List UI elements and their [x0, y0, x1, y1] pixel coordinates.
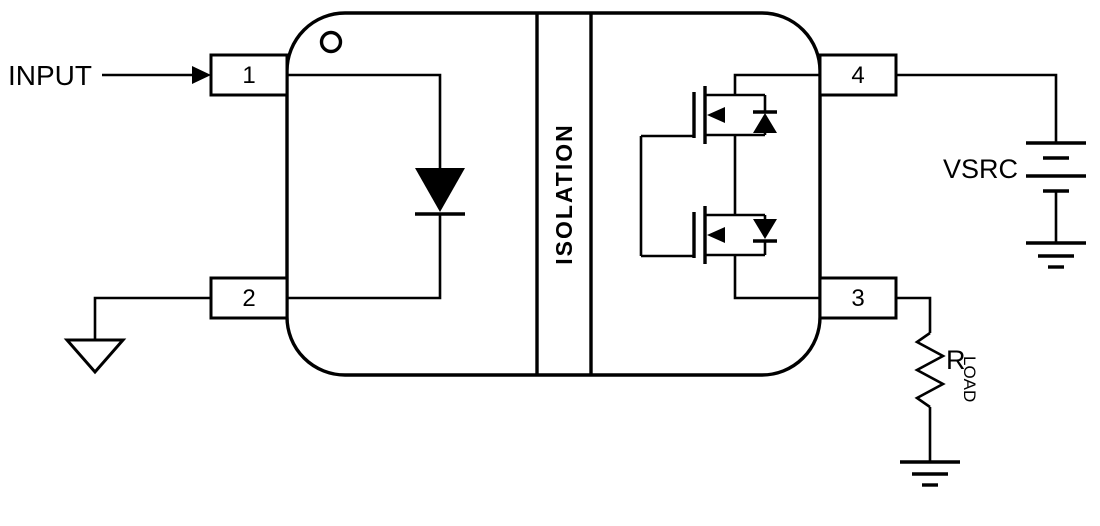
led-cathode-wire — [287, 214, 442, 300]
pin1-number: 1 — [242, 62, 255, 89]
output-mosfet-pair — [639, 73, 820, 300]
led-anode-wire — [287, 73, 442, 168]
mosfet-bottom — [692, 206, 820, 300]
mosfet-bottom-arrow-icon — [707, 227, 725, 243]
pin1-box — [209, 53, 289, 97]
vsrc-label: VSRC — [943, 154, 1018, 184]
input-ground-wire — [93, 296, 211, 340]
pin1-indicator-dot — [319, 30, 343, 54]
vsrc-ground-icon — [1026, 241, 1086, 269]
pin4-number: 4 — [851, 62, 864, 89]
package-body — [285, 11, 822, 377]
input-ground — [63, 296, 211, 375]
resistor-zigzag — [914, 331, 946, 409]
vsrc-wire-top — [896, 73, 1058, 143]
isolation-label: ISOLATION — [551, 123, 577, 265]
isolation-barrier: ISOLATION — [535, 13, 593, 375]
rload-label-base: R — [946, 345, 966, 375]
mosfet-top — [692, 73, 820, 144]
mosfet-top-drain-wire — [733, 73, 820, 95]
diode-triangle-icon — [415, 168, 465, 212]
triangle-ground-icon — [63, 338, 127, 375]
rload-wire-top — [896, 296, 932, 333]
mosfet-top-arrow-icon — [707, 107, 725, 123]
rload-label-subscript: LOAD — [960, 356, 979, 402]
rload-section: R LOAD — [896, 296, 979, 487]
mosfet-bottom-drain-wire — [733, 255, 820, 300]
input-label: INPUT — [8, 60, 92, 91]
mosfet-top-bodydiode-icon — [753, 113, 777, 133]
vsrc-section: VSRC — [896, 73, 1086, 269]
gate-drive-bracket — [639, 134, 694, 258]
input-led — [287, 73, 465, 300]
input-section: INPUT — [8, 60, 211, 91]
input-arrow-icon — [192, 66, 211, 84]
pin2-number: 2 — [242, 285, 255, 312]
pin-boxes: 1 2 4 3 — [209, 53, 898, 320]
mosfet-bottom-bodydiode-icon — [753, 219, 777, 239]
pin2-box — [209, 276, 289, 320]
pin3-number: 3 — [851, 285, 864, 312]
package-outline — [285, 11, 822, 377]
rload-ground-icon — [900, 460, 960, 487]
